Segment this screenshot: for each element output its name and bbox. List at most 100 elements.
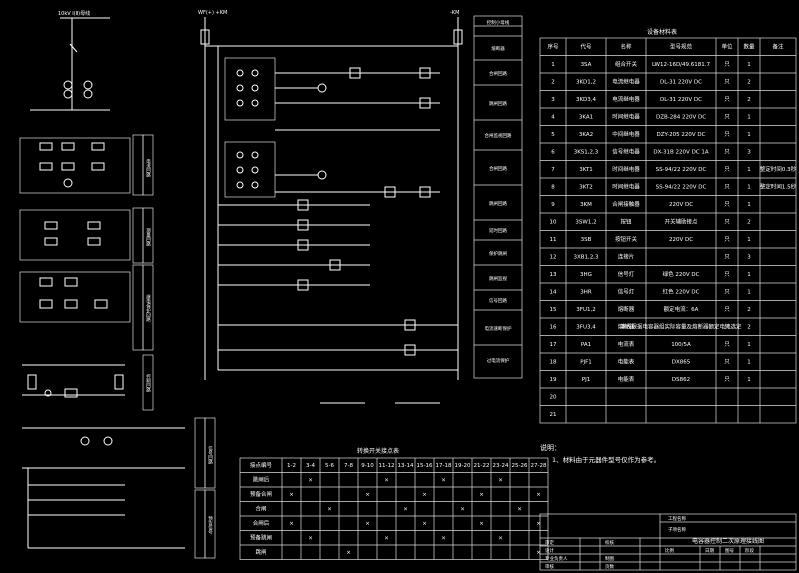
left-labels: 电流回路 测量回路 继电保护回路 控制回路 信号回路 预告信号	[146, 158, 213, 535]
table-cell: DL-31 220V DC	[660, 80, 702, 86]
note-text: 1、材料由于元器件型号仅作为参考。	[552, 455, 660, 464]
table-cell: 整定时间0.3秒	[760, 165, 797, 173]
table-cell: 本表根据电容器组实际容量及熔断器额定电流选定	[620, 323, 742, 331]
table-cell: 只	[724, 289, 730, 296]
table-header-cell: 5-6	[325, 463, 334, 469]
table-cell: 只	[724, 201, 730, 208]
table-cell: 3SA	[581, 62, 592, 68]
function-label: 跳闸回路	[489, 100, 507, 107]
table-cell: 合闸接触器	[612, 200, 640, 208]
table-cell: 额定电流：6A	[664, 305, 699, 313]
title-block-cell: 制图	[605, 555, 614, 562]
title-block-cell: 比例	[665, 547, 674, 554]
table-cell: 3SW1,2	[575, 220, 596, 226]
function-label: 保护跳闸	[489, 250, 507, 257]
table-cell: 8	[551, 185, 555, 191]
table-cell: 整定时间1.5秒	[760, 183, 797, 191]
table-header-cell: 序号	[547, 43, 559, 51]
table-cell: ×	[479, 521, 484, 527]
table-header-cell: 数量	[743, 43, 755, 51]
left-label: 电流回路	[146, 158, 151, 179]
table-cell: 18	[550, 360, 557, 366]
table-cell: PJF1	[580, 360, 592, 366]
table-header-cell: 17-18	[436, 463, 452, 469]
table-cell: 10	[550, 220, 557, 226]
table-cell: 1	[747, 342, 751, 348]
table-cell: 跳闸后	[253, 476, 270, 484]
table-cell: 3FU3,4	[576, 325, 596, 331]
table-cell: 时间继电器	[612, 113, 640, 121]
note-label: 说明：	[540, 443, 561, 452]
table-cell: 熔断器	[618, 305, 635, 313]
table-cell: 信号灯	[618, 288, 635, 296]
table-cell: 2	[551, 80, 555, 86]
table-header-cell: 11-12	[379, 463, 395, 469]
dc-minus-label: -KM	[450, 10, 459, 16]
table-cell: ×	[346, 550, 351, 556]
table-cell: 3KD1,2	[576, 80, 596, 86]
function-label: 熔断器	[491, 45, 505, 52]
table-cell: 1	[747, 272, 751, 278]
drawing-title: 电容器控制二次原理接线图	[692, 537, 764, 545]
left-label: 信号回路	[208, 445, 213, 466]
table-cell: 熔断器	[618, 323, 635, 331]
table-cell: 3	[551, 97, 555, 103]
table-cell: DZY-205 220V DC	[656, 132, 705, 138]
title-block-project: 工程名称	[668, 515, 686, 522]
control-circuit: WF(+) +KM -KM	[198, 10, 463, 404]
table-cell: 按钮开关	[615, 235, 638, 243]
function-label-header: 控制小母线	[487, 19, 510, 26]
table-cell: 19	[550, 377, 557, 383]
table-cell: 7	[551, 167, 555, 173]
table-cell: ×	[536, 550, 541, 556]
table-cell: 预备跳闸	[250, 534, 272, 542]
table-cell: 只	[724, 254, 730, 261]
table-cell: 只	[724, 131, 730, 138]
table-cell: 开关辅助接点	[664, 218, 698, 226]
table-cell: 只	[724, 184, 730, 191]
table-header-cell: 15-16	[417, 463, 433, 469]
table-cell: 只	[724, 149, 730, 156]
table-cell: 5	[551, 132, 555, 138]
function-label: 跳闸监视	[489, 275, 507, 282]
table-cell: 连接片	[618, 253, 635, 261]
table-cell: 只	[724, 114, 730, 121]
table-cell: 只	[724, 79, 730, 86]
table-cell: 3	[747, 255, 751, 261]
table-cell: 电流继电器	[612, 95, 640, 103]
table-cell: 20	[550, 395, 557, 401]
table-cell: 3KD3,4	[576, 97, 597, 103]
function-label-column	[473, 15, 523, 379]
table-cell: 信号灯	[618, 270, 635, 278]
table-cell: 2	[747, 80, 751, 86]
table-header-cell: 型号规范	[670, 43, 693, 51]
table-cell: 3KA1	[579, 115, 593, 121]
table-cell: 4	[551, 115, 555, 121]
table-cell: 1	[551, 62, 555, 68]
table-cell: 只	[724, 359, 730, 366]
table-header-cell: 单位	[721, 43, 733, 51]
table-cell: DL-31 220V DC	[660, 97, 702, 103]
table-cell: 14	[550, 290, 557, 296]
table-cell: ×	[327, 507, 332, 513]
table-cell: ×	[422, 492, 427, 498]
function-label: 信号回路	[489, 297, 507, 304]
title-block-cell: 页数	[605, 563, 614, 570]
left-label: 预告信号	[208, 515, 213, 536]
table-cell: 3SB	[581, 237, 592, 243]
table-cell: ×	[308, 478, 313, 484]
equipment-table-title: 设备材料表	[647, 28, 677, 36]
table-header-cell: 9-10	[361, 463, 374, 469]
table-header-cell: 名称	[620, 43, 632, 51]
table-cell: SS-94/22 220V DC	[656, 167, 707, 173]
table-frame	[239, 457, 549, 560]
table-cell: ×	[422, 521, 427, 527]
table-cell: 220V DC	[669, 202, 693, 208]
table-cell: ×	[498, 536, 503, 542]
table-header-cell: 27-28	[531, 463, 547, 469]
function-label: 跳闸回路	[489, 200, 507, 207]
table-cell: 时间继电器	[612, 183, 640, 191]
table-cell: 6	[551, 150, 555, 156]
table-header-cell: 接点编号	[250, 461, 273, 469]
